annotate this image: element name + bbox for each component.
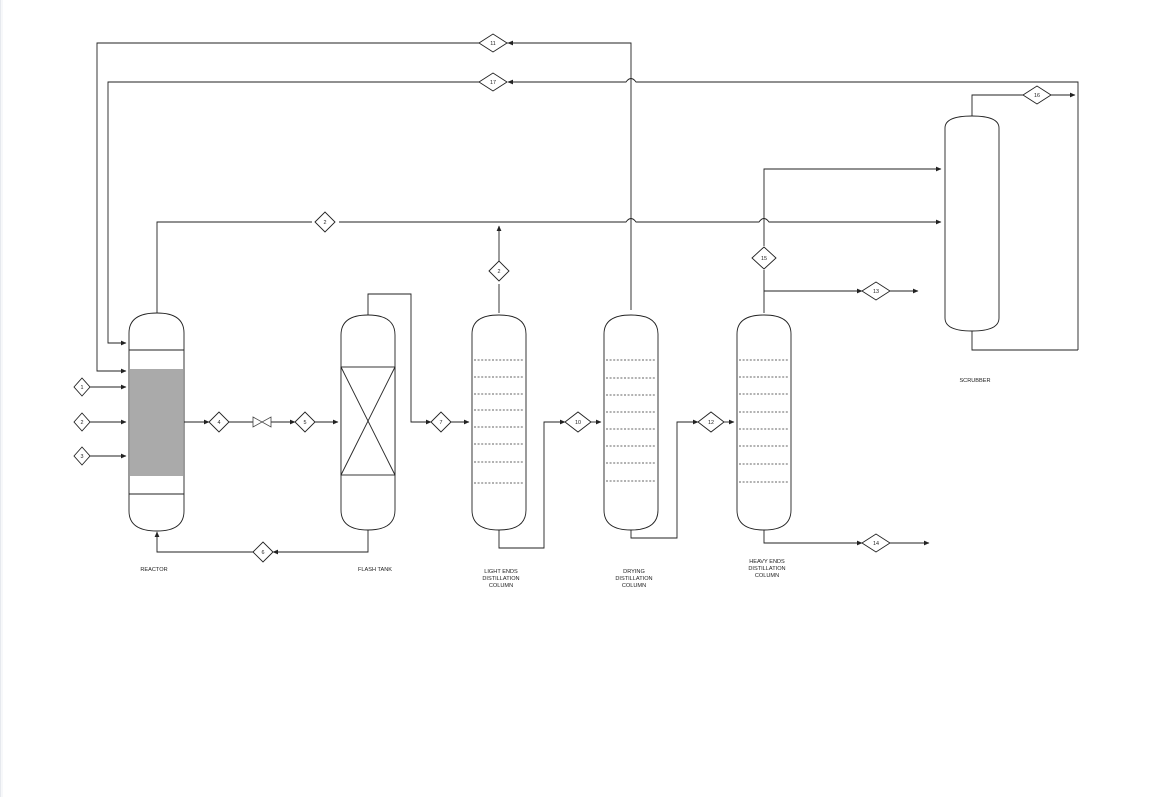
reactor-vessel	[128, 312, 185, 532]
stream-tag-1: 1	[73, 377, 91, 397]
svg-text:10: 10	[575, 420, 581, 426]
catalyst-bed	[130, 369, 183, 476]
stream-6-line	[272, 529, 369, 555]
svg-text:14: 14	[873, 541, 879, 547]
stream-tag-3: 3	[73, 446, 91, 466]
stream-tag-5: 5	[294, 411, 316, 433]
stream-14-line	[763, 529, 863, 546]
light-ends-column	[471, 314, 527, 531]
stream-tag-10: 10	[564, 411, 592, 433]
drying-column	[603, 314, 659, 531]
stream-11-line-left	[96, 42, 479, 374]
stream-tag-2-top: 2	[314, 211, 336, 233]
stream-17-line-left	[107, 81, 479, 346]
svg-text:2: 2	[324, 220, 327, 226]
stream-2-top-line	[156, 221, 312, 313]
light-ends-label-1: LIGHT ENDS	[484, 569, 518, 575]
svg-text:2: 2	[81, 420, 84, 426]
equipment-labels: REACTOR FLASH TANK LIGHT ENDS DISTILLATI…	[140, 378, 990, 589]
piping	[89, 40, 1079, 555]
scrubber-label: SCRUBBER	[959, 378, 990, 384]
scrubber-vessel	[944, 115, 1000, 332]
stream-tag-12: 12	[697, 411, 725, 433]
stream-tag-17: 17	[478, 72, 508, 92]
stream-tag-6: 6	[252, 541, 274, 563]
svg-text:3: 3	[81, 454, 84, 460]
svg-text:5: 5	[304, 420, 307, 426]
stream-tag-16: 16	[1022, 85, 1052, 105]
svg-text:6: 6	[262, 550, 265, 556]
svg-text:11: 11	[490, 41, 496, 47]
light-ends-label-2: DISTILLATION	[482, 576, 519, 582]
stream-tag-14: 14	[861, 533, 891, 553]
stream-16-line	[971, 94, 1023, 116]
stream-7-line	[367, 293, 432, 425]
page-edge	[0, 0, 3, 797]
control-valve-icon	[252, 416, 272, 428]
heavy-ends-label-3: COLUMN	[755, 573, 779, 579]
reactor-label: REACTOR	[140, 567, 167, 573]
flash-tank-label: FLASH TANK	[358, 567, 392, 573]
drying-label-1: DRYING	[623, 569, 645, 575]
stream-12-line	[630, 419, 699, 539]
stream-11-line	[507, 42, 632, 310]
light-ends-label-3: COLUMN	[489, 583, 513, 589]
svg-text:2: 2	[498, 269, 501, 275]
svg-text:13: 13	[873, 289, 879, 295]
stream-10-line	[498, 419, 566, 549]
svg-text:15: 15	[761, 256, 767, 262]
stream-tag-4: 4	[208, 411, 230, 433]
stream-tag-11: 11	[478, 33, 508, 53]
stream-17-line	[507, 78, 1079, 350]
stream-tag-13: 13	[861, 281, 891, 301]
drying-label-3: COLUMN	[622, 583, 646, 589]
stream-tag-2-feed: 2	[73, 412, 91, 432]
svg-text:4: 4	[218, 420, 221, 426]
svg-text:17: 17	[490, 80, 496, 86]
heavy-ends-column	[736, 314, 792, 531]
flash-tank-vessel	[340, 314, 396, 531]
svg-text:12: 12	[708, 420, 714, 426]
heavy-ends-label-1: HEAVY ENDS	[749, 559, 785, 565]
drying-label-2: DISTILLATION	[615, 576, 652, 582]
heavy-ends-label-2: DISTILLATION	[748, 566, 785, 572]
stream-tag-7: 7	[430, 411, 452, 433]
scrubber-bottom-line	[971, 330, 1078, 351]
stream-tag-2-light-ends: 2	[488, 260, 510, 282]
stream-tags: 11 17 16 2 2 15 13 1 2 3 4 5 7 6 10	[73, 33, 1052, 563]
stream-15-line	[763, 166, 942, 246]
svg-text:1: 1	[81, 385, 84, 391]
svg-text:7: 7	[440, 420, 443, 426]
svg-text:16: 16	[1034, 93, 1040, 99]
stream-tag-15: 15	[751, 246, 777, 270]
